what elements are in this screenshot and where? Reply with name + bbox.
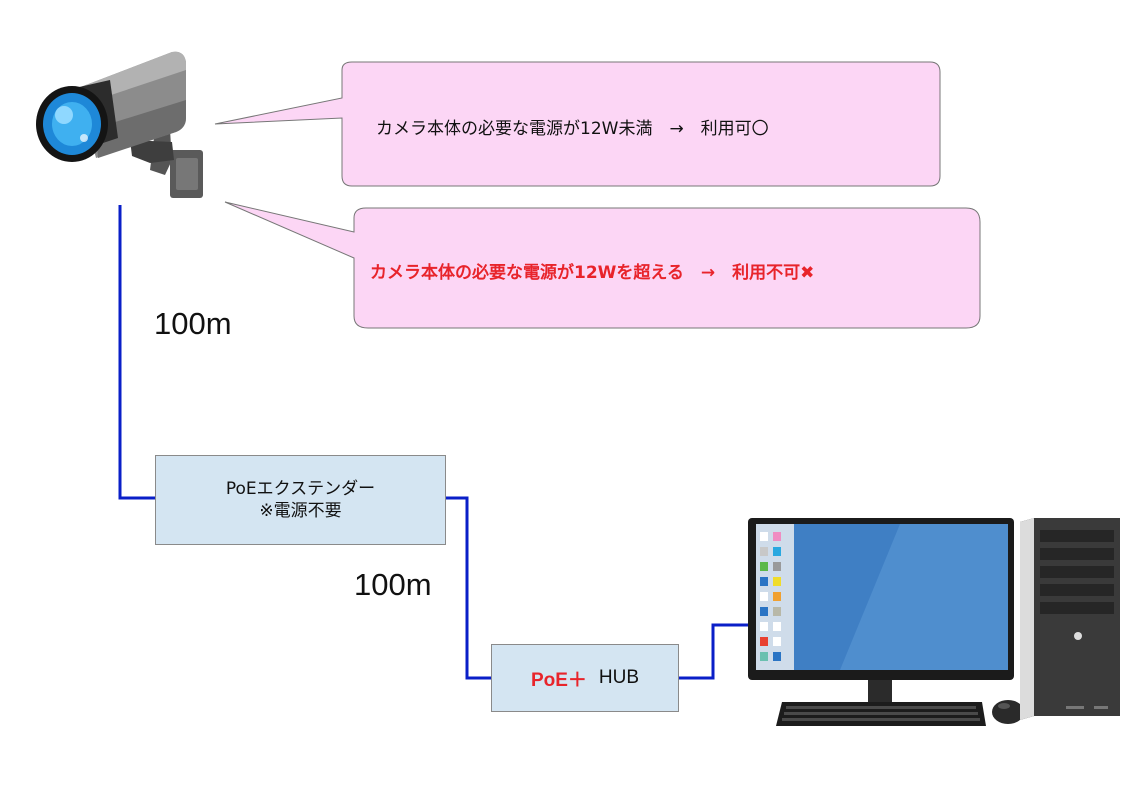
bubble-ok-text: カメラ本体の必要な電源が12W未満 → 利用可〇 (376, 119, 769, 139)
extender-note: ※電源不要 (259, 501, 342, 521)
security-camera-icon (36, 51, 203, 198)
bubble-ng (224, 201, 981, 329)
poe-extender-box: PoEエクステンダー ※電源不要 (155, 455, 446, 545)
hub-label: HUB (598, 667, 640, 688)
desktop-computer-icon (748, 518, 1120, 726)
bubble-ng-text: カメラ本体の必要な電源が12Wを超える → 利用不可✖ (370, 263, 815, 283)
bubble-ok (214, 61, 941, 187)
cable-hub-to-pc (678, 623, 750, 680)
cable-extender-to-hub (445, 496, 492, 680)
distance-label-lower: 100m (354, 567, 432, 602)
extender-title: PoEエクステンダー (225, 479, 376, 499)
poe-hub-box: PoE＋ HUB (491, 644, 679, 712)
hub-poe-label: PoE＋ (530, 669, 587, 691)
cable-camera-to-extender (118, 205, 156, 500)
distance-label-upper: 100m (154, 306, 232, 341)
